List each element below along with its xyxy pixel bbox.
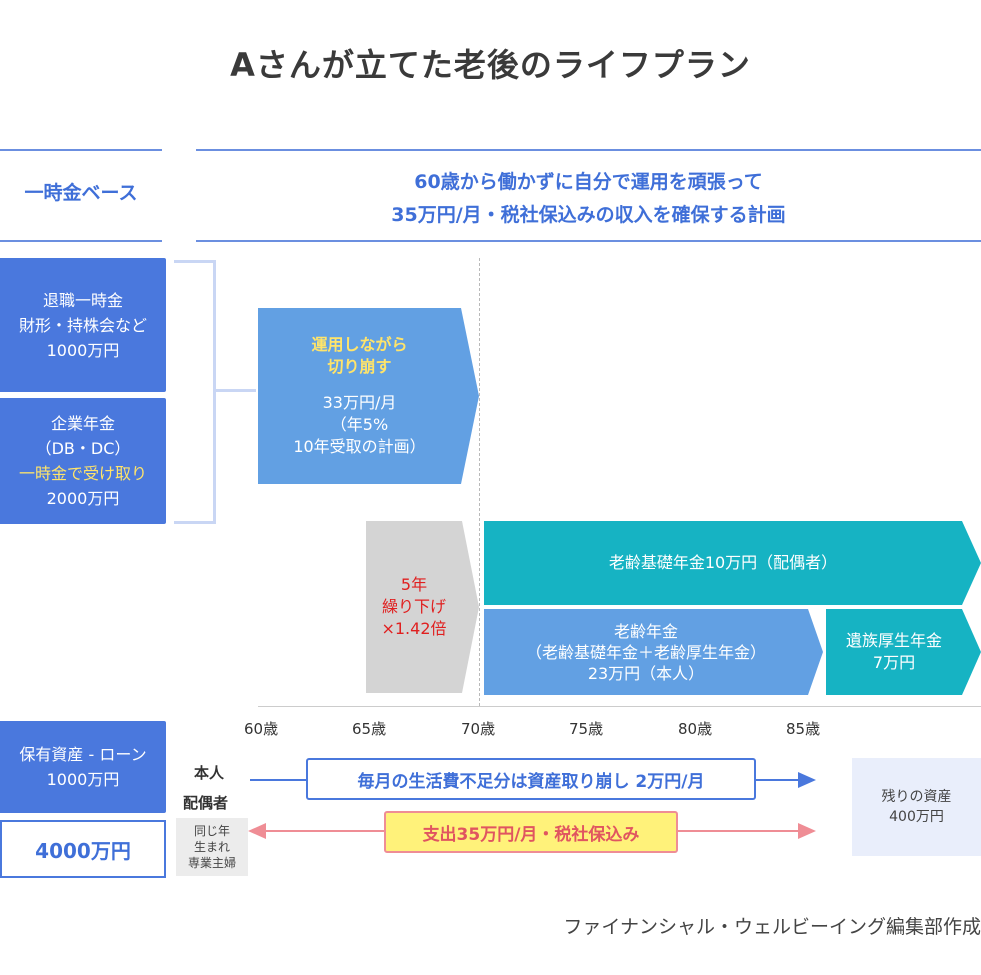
pension-box-line2: （DB・DC） xyxy=(35,439,131,458)
header-divider-left-top xyxy=(0,149,162,151)
header-divider-right-bottom xyxy=(196,240,981,242)
old-age-pension-arrow-shape xyxy=(484,609,823,695)
deferral-line1: 5年 xyxy=(400,575,428,594)
plan-headline: 60歳から働かずに自分で運用を頑張って 35万円/月・税社保込みの収入を確保する… xyxy=(196,166,981,232)
tick-75: 75歳 xyxy=(569,720,604,738)
page-title: Aさんが立てた老後のライフプラン xyxy=(230,46,751,84)
age-70-guide-line xyxy=(479,258,480,706)
pension-box-line1: 企業年金 xyxy=(50,414,115,433)
person-self-label: 本人 xyxy=(194,764,225,782)
drawdown-line2: 切り崩す xyxy=(327,357,392,376)
spouse-basic-pension-label: 老齢基礎年金10万円（配偶者） xyxy=(608,553,838,572)
retirement-lump-sum-box: 退職一時金 財形・持株会など 1000万円 xyxy=(0,258,166,392)
expense-arrow-head-right xyxy=(798,823,816,839)
held-assets-line1: 保有資産 - ローン xyxy=(19,745,147,764)
tick-85: 85歳 xyxy=(786,720,821,738)
credit-text: ファイナンシャル・ウェルビーイング編集部作成 xyxy=(563,916,981,938)
drawdown-line5: 10年受取の計画） xyxy=(293,437,426,456)
survivor-pension-arrow-shape xyxy=(826,609,981,695)
held-assets-amount: 1000万円 xyxy=(46,770,120,789)
drawdown-line1: 運用しながら xyxy=(311,335,408,354)
remaining-assets-line2: 400万円 xyxy=(889,809,944,825)
survivor-pension-line1: 遺族厚生年金 xyxy=(845,631,942,650)
age-axis-line xyxy=(258,706,981,707)
spouse-note-line2: 生まれ xyxy=(193,840,230,854)
header-divider-right-top xyxy=(196,149,981,151)
drawdown-spacer xyxy=(258,378,461,392)
remaining-assets-line1: 残りの資産 xyxy=(881,789,952,805)
tick-70: 70歳 xyxy=(461,720,496,738)
pension-box-highlight: 一時金で受け取り xyxy=(18,464,147,483)
retirement-box-line2: 財形・持株会など xyxy=(18,315,147,335)
tick-60: 60歳 xyxy=(244,720,279,738)
expense-label: 支出35万円/月・税社保込み xyxy=(384,811,678,853)
deferral-arrow-shape xyxy=(366,521,479,693)
corporate-pension-box: 企業年金 （DB・DC） 一時金で受け取り 2000万円 xyxy=(0,398,166,524)
shortfall-arrow-head xyxy=(798,772,816,788)
remaining-assets-box: 残りの資産 400万円 xyxy=(852,758,981,856)
plan-headline-line2: 35万円/月・税社保込みの収入を確保する計画 xyxy=(391,204,786,226)
old-age-pension-line2: （老齢基礎年金＋老齢厚生年金） xyxy=(525,642,766,662)
survivor-pension-text: 遺族厚生年金 7万円 xyxy=(826,609,962,695)
tick-80: 80歳 xyxy=(678,720,713,738)
spouse-note: 同じ年 生まれ 専業主婦 xyxy=(176,818,248,876)
drawdown-line3: 33万円/月 xyxy=(322,393,397,412)
drawdown-arrow-shape xyxy=(258,308,479,484)
lump-sum-bracket xyxy=(174,260,216,524)
lump-sum-bracket-connector xyxy=(216,389,256,392)
spouse-basic-pension-text: 老齢基礎年金10万円（配偶者） xyxy=(484,521,962,605)
old-age-pension-text: 老齢年金 （老齢基礎年金＋老齢厚生年金） 23万円（本人） xyxy=(484,609,808,695)
header-divider-left-bottom xyxy=(0,240,162,242)
person-spouse-label: 配偶者 xyxy=(183,794,229,812)
plan-headline-line1: 60歳から働かずに自分で運用を頑張って xyxy=(414,171,763,193)
base-label: 一時金ベース xyxy=(24,182,138,204)
old-age-pension-line3: 23万円（本人） xyxy=(587,663,705,683)
deferral-text: 5年 繰り下げ ×1.42倍 xyxy=(366,521,462,693)
survivor-pension-line2: 7万円 xyxy=(872,653,916,672)
held-assets-box: 保有資産 - ローン 1000万円 xyxy=(0,721,166,813)
tick-65: 65歳 xyxy=(352,720,387,738)
spouse-basic-pension-arrow-shape xyxy=(484,521,981,605)
retirement-box-amount: 1000万円 xyxy=(46,340,120,360)
shortfall-label: 毎月の生活費不足分は資産取り崩し 2万円/月 xyxy=(306,758,756,800)
drawdown-line4: （年5% xyxy=(330,415,389,434)
old-age-pension-line1: 老齢年金 xyxy=(613,621,678,641)
spouse-note-line3: 専業主婦 xyxy=(187,856,236,870)
total-assets-box: 4000万円 xyxy=(0,820,166,878)
retirement-box-line1: 退職一時金 xyxy=(42,290,123,310)
expense-arrow-head-left xyxy=(248,823,266,839)
deferral-line2: 繰り下げ xyxy=(381,597,446,616)
drawdown-text: 運用しながら 切り崩す 33万円/月 （年5% 10年受取の計画） xyxy=(258,308,461,484)
pension-box-amount: 2000万円 xyxy=(46,489,120,508)
deferral-line3: ×1.42倍 xyxy=(381,619,447,638)
spouse-note-line1: 同じ年 xyxy=(193,824,230,838)
